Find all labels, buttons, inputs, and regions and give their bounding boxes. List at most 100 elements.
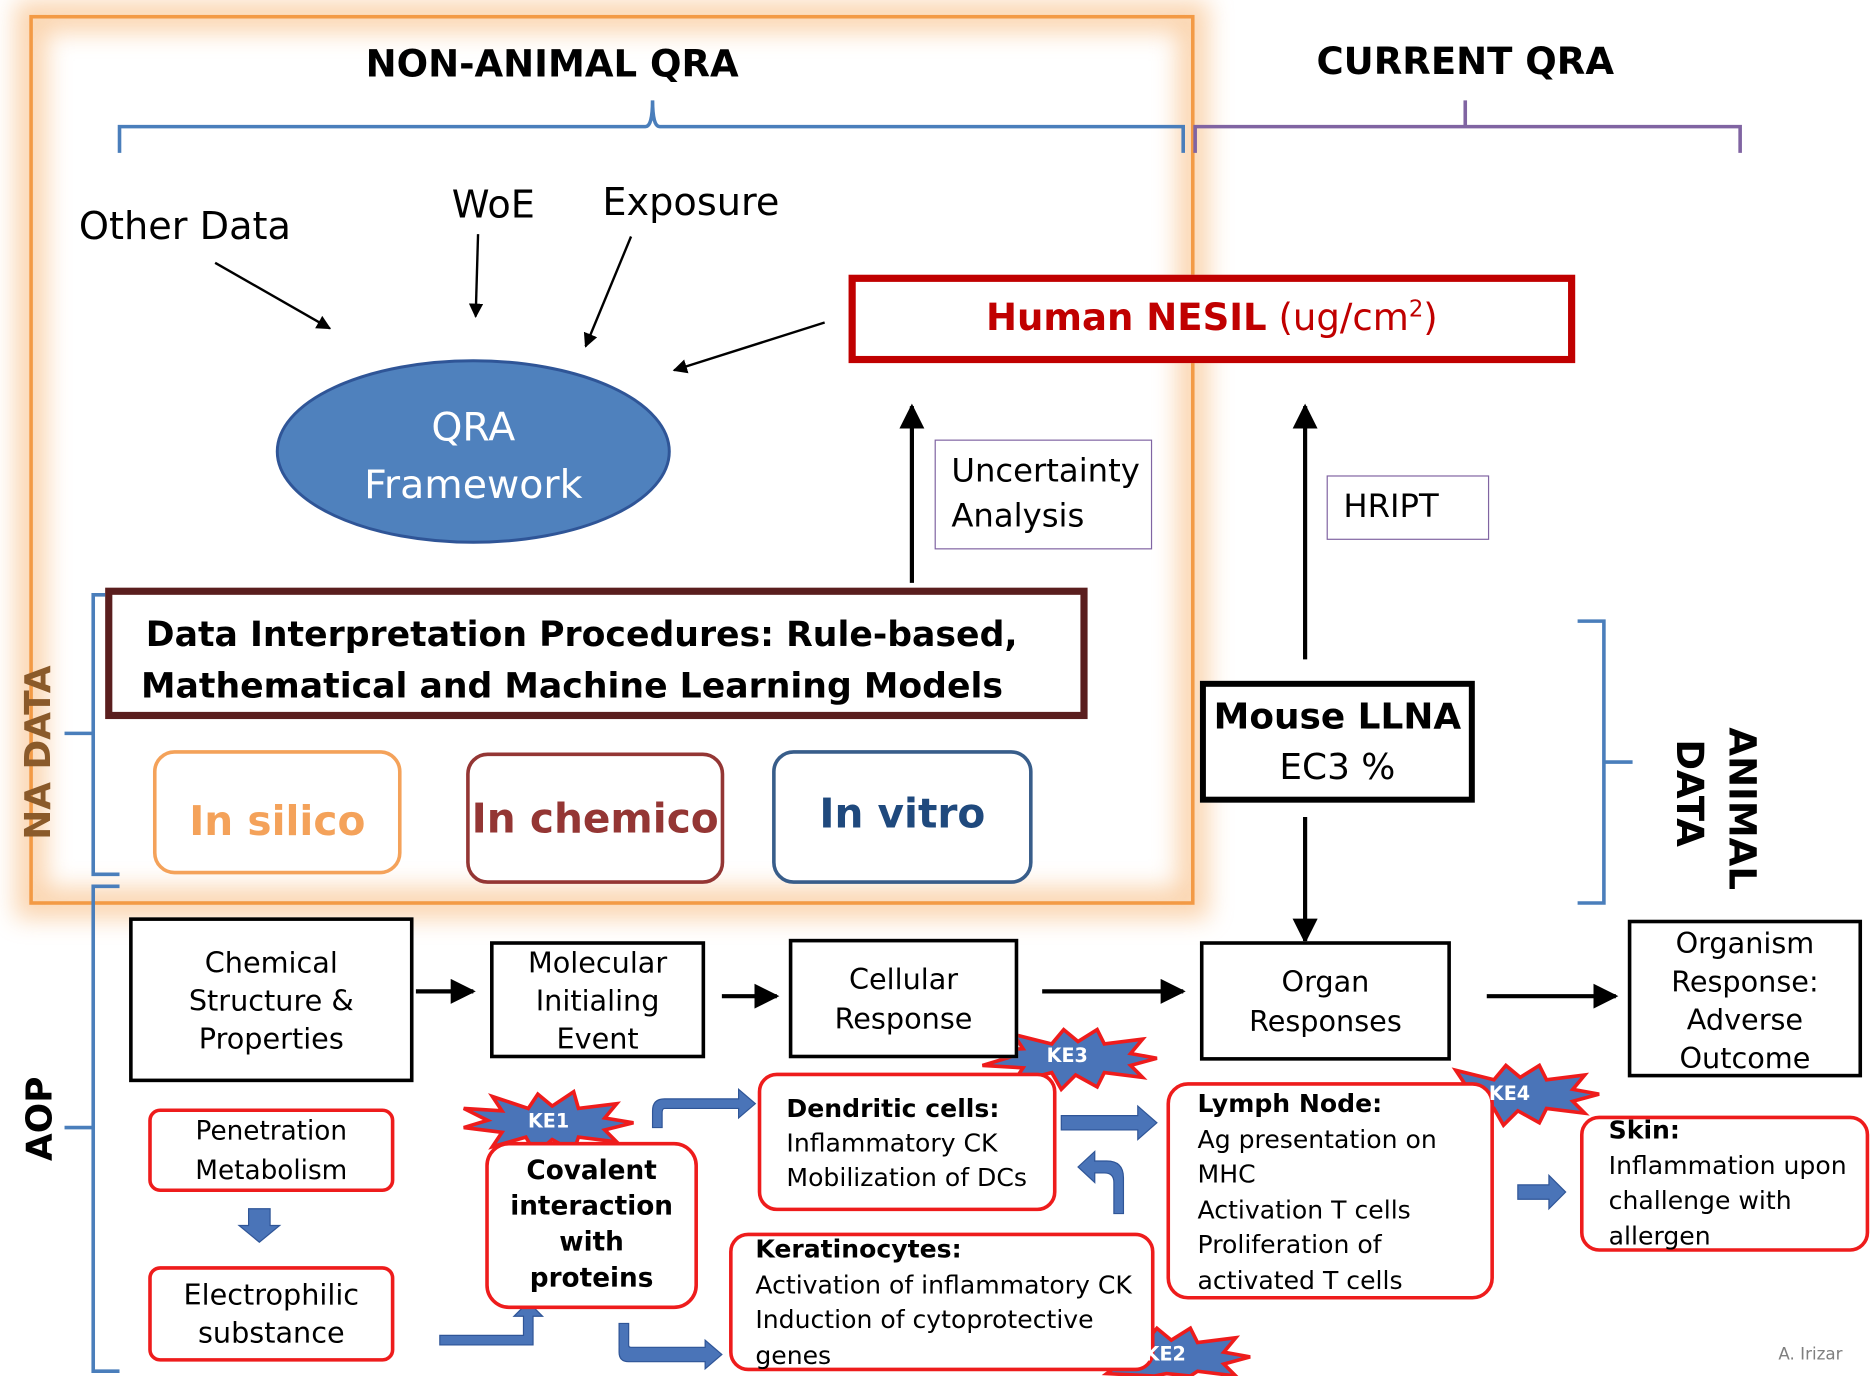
arrow-other-data: [214, 261, 332, 330]
mouse-llna-box: [1199, 680, 1475, 803]
mie-box: [490, 941, 706, 1059]
uncertainty-line1: Uncertainty: [951, 452, 1140, 490]
lymph-node-box: [1166, 1082, 1494, 1300]
penetration-label: Penetration Metabolism: [148, 1112, 394, 1191]
chemical-structure-label: Chemical Structure & Properties: [129, 944, 413, 1059]
organ-responses-box: [1199, 941, 1451, 1061]
dip-line1: Data Interpretation Procedures: Rule-bas…: [145, 613, 1018, 655]
animal-data-label: ANIMAL DATA: [1662, 727, 1767, 890]
covalent-line4: proteins: [529, 1263, 654, 1294]
block-arrow-to-keratinocytes: [618, 1322, 723, 1371]
human-nesil-unit-post: ): [1423, 296, 1438, 340]
mie-line2: Initialing: [535, 984, 660, 1018]
organ-line1: Organ: [1281, 965, 1370, 999]
block-arrow-up-to-dendritic: [1077, 1150, 1125, 1215]
block-arrow-down: [237, 1208, 282, 1243]
electrophilic-box: [148, 1266, 395, 1362]
ke1-label: KE1: [527, 1109, 570, 1133]
chemical-line3: Properties: [198, 1022, 344, 1056]
human-nesil-bold: Human NESIL: [985, 296, 1267, 340]
electrophilic-line2: substance: [197, 1316, 345, 1350]
chemical-line1: Chemical: [204, 945, 338, 980]
non-animal-qra-title: NON-ANIMAL QRA: [365, 42, 739, 86]
qra-framework-label: QRA Framework: [323, 399, 624, 514]
mouse-llna-title: Mouse LLNA: [1213, 696, 1462, 739]
keratinocytes-line1: Activation of inflammatory CK: [755, 1270, 1132, 1299]
dendritic-box: [757, 1072, 1057, 1212]
keratinocytes-label: Keratinocytes: Activation of inflammator…: [755, 1233, 1131, 1374]
in-vitro-box: [772, 750, 1033, 884]
lymph-line1: Ag presentation on: [1197, 1124, 1437, 1154]
qra-framework-line1: QRA: [431, 403, 516, 451]
in-silico-box: [152, 750, 402, 875]
chemical-line2: Structure &: [188, 984, 354, 1018]
cellular-response-box: [788, 938, 1019, 1059]
cellular-line2: Response: [834, 1002, 973, 1036]
non-animal-highlight-frame: [15, 1, 1209, 919]
aop-label: AOP: [19, 1076, 61, 1161]
organ-line2: Responses: [1249, 1004, 1402, 1038]
organism-line4: Outcome: [1679, 1041, 1811, 1075]
keratinocytes-line3: genes: [755, 1340, 832, 1370]
penetration-line1: Penetration: [195, 1116, 348, 1147]
na-data-brace: [64, 593, 120, 877]
in-vitro-label: In vitro: [819, 790, 986, 839]
mie-line1: Molecular: [527, 945, 668, 980]
ke2-label: KE2: [1144, 1342, 1186, 1366]
organism-line3: Adverse: [1686, 1003, 1804, 1037]
ke1-star: [462, 1088, 634, 1157]
in-chemico-box: [466, 752, 725, 884]
in-chemico-label: In chemico: [471, 795, 719, 844]
keratinocytes-title: Keratinocytes:: [755, 1235, 962, 1264]
skin-box: [1579, 1115, 1870, 1252]
woe-label: WoE: [451, 181, 535, 227]
electrophilic-line1: Electrophilic: [183, 1278, 360, 1312]
uncertainty-line2: Analysis: [951, 498, 1085, 536]
ke3-label: KE3: [1046, 1043, 1088, 1067]
hript-box: [1326, 475, 1490, 540]
dendritic-label: Dendritic cells: Inflammatory CK Mobiliz…: [786, 1092, 1027, 1196]
human-nesil-box: [848, 274, 1576, 364]
human-nesil-unit-sup: 2: [1408, 296, 1424, 323]
current-qra-title: CURRENT QRA: [1316, 40, 1615, 84]
covalent-box: [485, 1141, 698, 1310]
lymph-title: Lymph Node:: [1197, 1089, 1383, 1118]
human-nesil-label: Human NESIL (ug/cm2): [856, 296, 1568, 341]
keratinocytes-box: [729, 1232, 1155, 1372]
covalent-label: Covalent interaction with proteins: [485, 1154, 698, 1297]
lymph-line5: activated T cells: [1197, 1265, 1403, 1295]
block-arrow-to-dendritic: [651, 1088, 757, 1129]
dip-label: Data Interpretation Procedures: Rule-bas…: [141, 609, 1018, 712]
dendritic-line1: Inflammatory CK: [786, 1128, 998, 1158]
human-nesil-unit-pre: (ug/cm: [1278, 296, 1409, 340]
in-silico-label: In silico: [189, 797, 366, 846]
penetration-line2: Metabolism: [195, 1156, 348, 1187]
covalent-line3: with: [559, 1227, 624, 1258]
penetration-box: [148, 1108, 395, 1193]
skin-line3: allergen: [1608, 1221, 1711, 1250]
dip-box: [105, 587, 1088, 720]
arrow-nesil-to-qra: [672, 321, 826, 374]
qra-framework-ellipse: [275, 359, 671, 544]
animal-data-line2: DATA: [1667, 739, 1711, 847]
dendritic-line2: Mobilization of DCs: [786, 1163, 1027, 1193]
covalent-line2: interaction: [510, 1192, 674, 1222]
organ-responses-label: Organ Responses: [1200, 963, 1451, 1042]
lymph-line2: MHC: [1197, 1159, 1256, 1189]
non-animal-brace: [117, 100, 1185, 153]
other-data-label: Other Data: [78, 203, 291, 249]
dip-line2: Mathematical and Machine Learning Models: [141, 665, 1003, 706]
organism-line2: Response:: [1671, 965, 1819, 999]
skin-line2: challenge with: [1608, 1186, 1792, 1215]
skin-title: Skin:: [1608, 1115, 1680, 1145]
skin-label: Skin: Inflammation upon challenge with a…: [1609, 1113, 1847, 1254]
qra-framework-line2: Framework: [364, 461, 583, 508]
block-arrows: [237, 1088, 1567, 1371]
arrow-exposure: [583, 236, 633, 348]
uncertainty-box: [934, 439, 1153, 550]
cellular-line1: Cellular: [848, 962, 959, 997]
animal-data-line1: ANIMAL: [1719, 727, 1763, 890]
na-data-label: NA DATA: [17, 665, 60, 840]
cellular-response-label: Cellular Response: [789, 960, 1018, 1039]
organism-line1: Organism: [1675, 926, 1815, 961]
